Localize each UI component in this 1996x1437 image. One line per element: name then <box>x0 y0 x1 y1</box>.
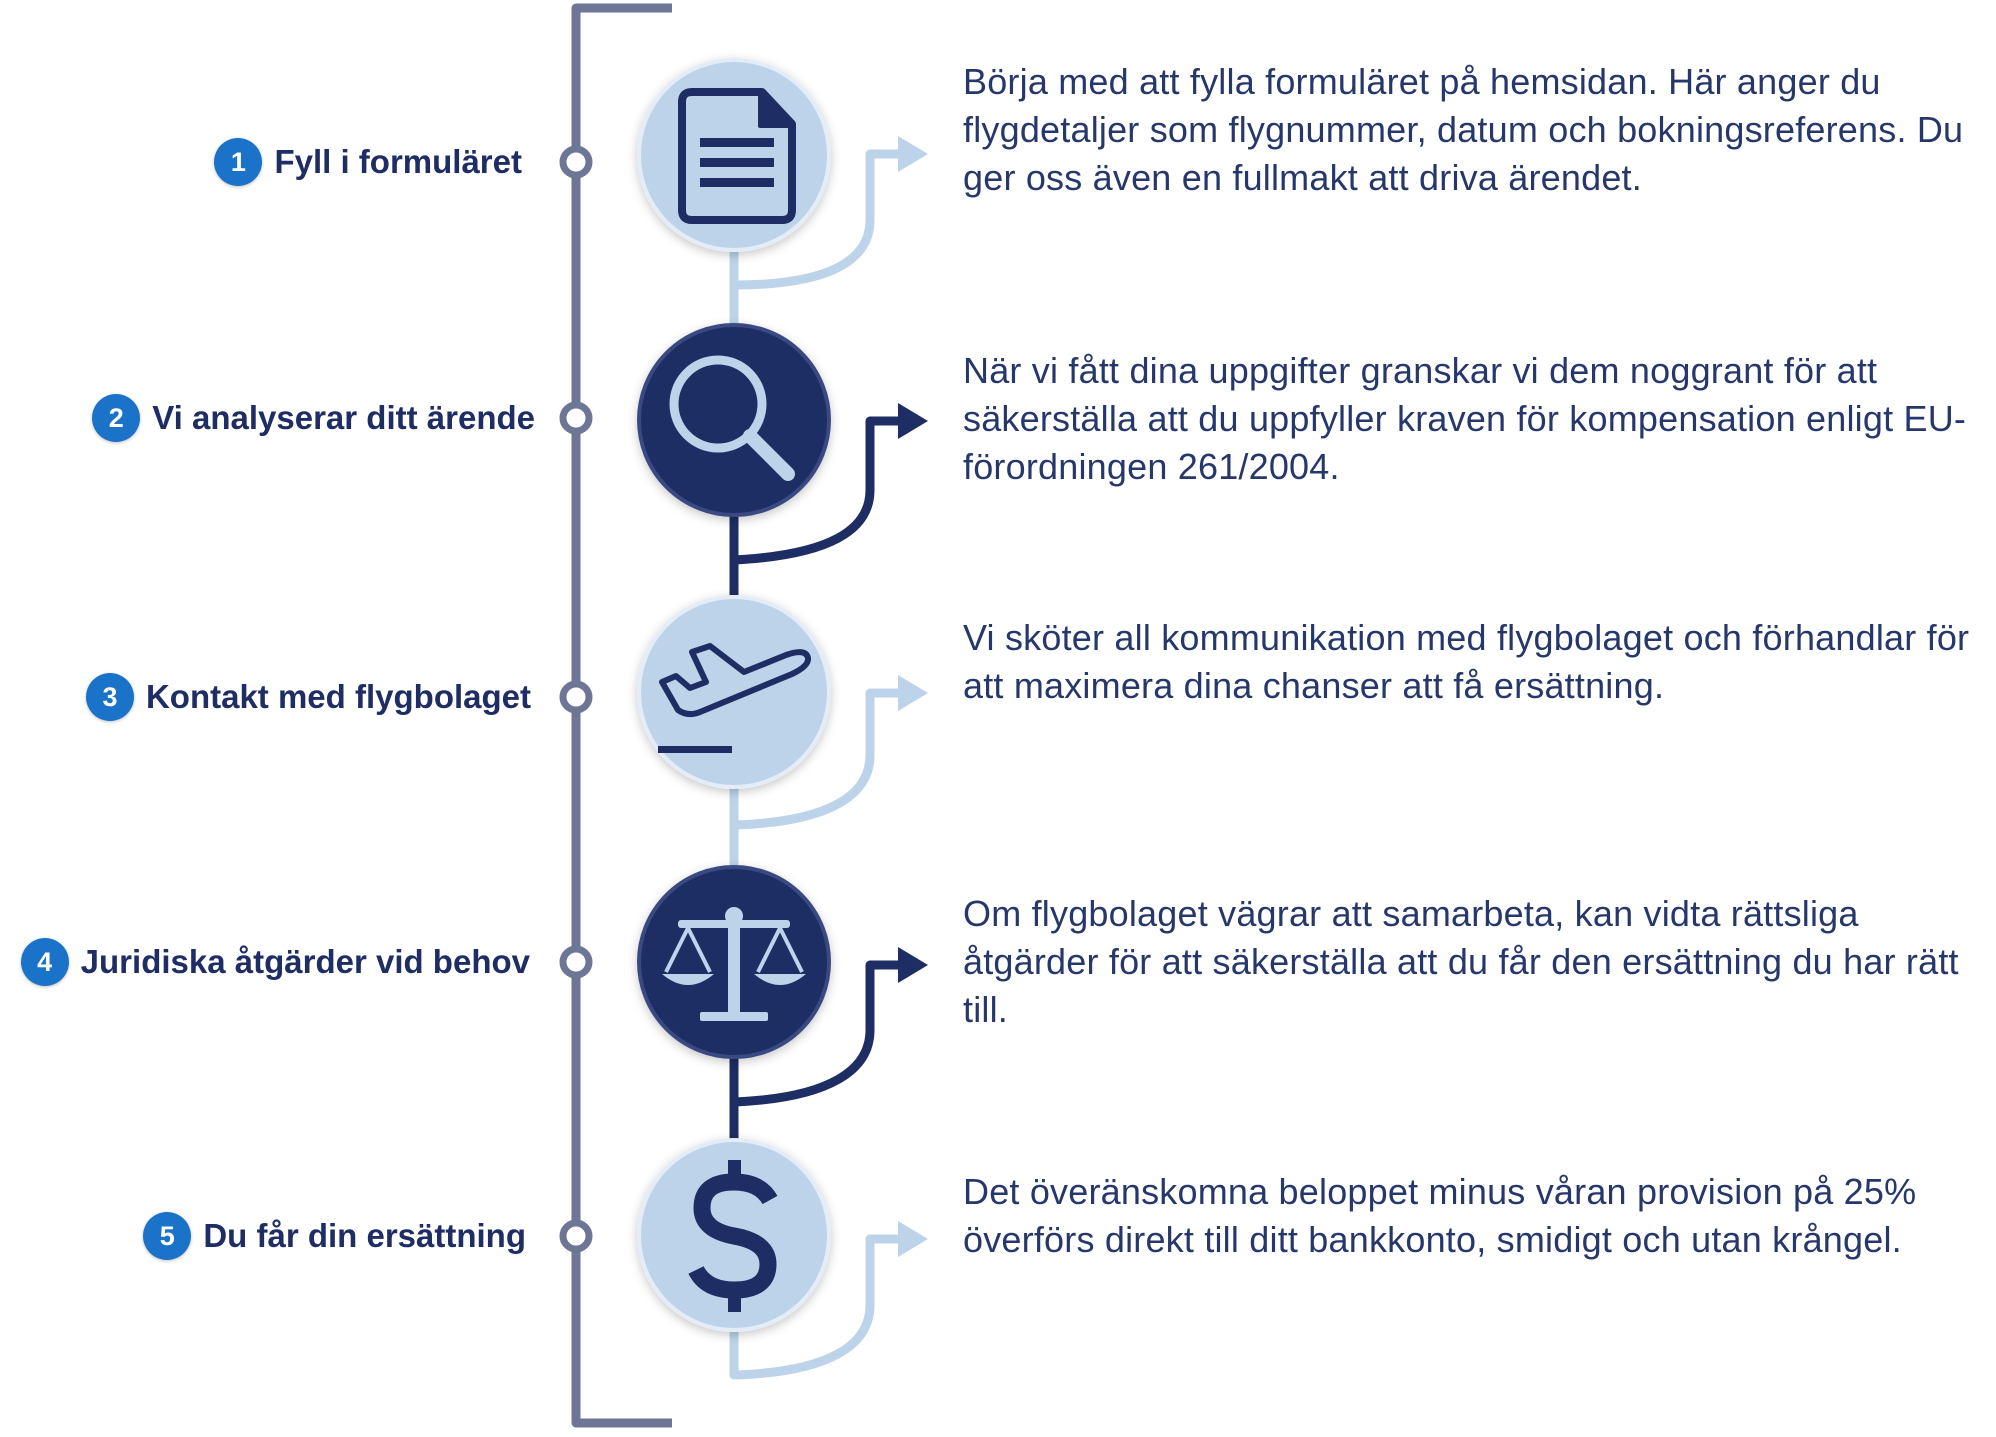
step-4-label: 4 Juridiska åtgärder vid behov <box>20 936 530 988</box>
curved-arrow-2 <box>729 403 928 565</box>
step-1-icon-circle <box>637 58 831 252</box>
step-number-badge: 1 <box>214 138 263 186</box>
step-3-description: Vi sköter all kommunikation med flygbola… <box>963 617 1970 706</box>
step-2-icon-circle <box>637 323 831 517</box>
step-1-description: Börja med att fylla formuläret på hemsid… <box>963 61 1964 198</box>
curved-arrow-5 <box>729 1221 928 1380</box>
step-number-badge: 5 <box>143 1212 192 1260</box>
curved-arrow-3 <box>729 675 928 830</box>
step-number-badge: 2 <box>92 394 141 442</box>
step-title: Vi analyserar ditt ärende <box>152 399 535 436</box>
step-5-label: 5 Du får din ersättning <box>143 1210 526 1262</box>
step-number-badge: 3 <box>85 673 134 721</box>
curved-arrow-1 <box>729 136 928 290</box>
step-title: Kontakt med flygbolaget <box>145 678 531 715</box>
timeline-node <box>559 680 593 714</box>
timeline-node <box>559 1219 593 1253</box>
step-1-label: 1 Fyll i formuläret <box>214 136 522 188</box>
magnifier-icon <box>669 355 795 481</box>
step-title: Juridiska åtgärder vid behov <box>80 943 530 980</box>
step-2-description: När vi fått dina uppgifter granskar vi d… <box>963 350 1967 487</box>
step-5-description: Det överänskomna beloppet minus våran pr… <box>963 1171 1917 1260</box>
dollar-icon <box>688 1160 778 1312</box>
document-icon <box>678 88 796 224</box>
step-3-icon-circle <box>637 595 831 789</box>
curved-arrow-4 <box>729 947 928 1107</box>
step-title: Fyll i formuläret <box>274 143 522 180</box>
step-title: Du får din ersättning <box>203 1217 526 1254</box>
timeline-node <box>559 945 593 979</box>
step-number-badge: 4 <box>20 938 69 986</box>
step-4-icon-circle <box>637 865 831 1059</box>
step-4-description: Om flygbolaget vägrar att samarbeta, kan… <box>963 893 1959 1030</box>
step-3-label: 3 Kontakt med flygbolaget <box>85 671 531 723</box>
timeline-bracket <box>571 3 672 1428</box>
airplane-takeoff-icon <box>658 643 812 753</box>
scales-icon <box>662 907 806 1021</box>
timeline-node <box>559 401 593 435</box>
step-2-label: 2 Vi analyserar ditt ärende <box>92 392 535 444</box>
step-5-icon-circle <box>637 1138 831 1332</box>
timeline-node <box>559 145 593 179</box>
